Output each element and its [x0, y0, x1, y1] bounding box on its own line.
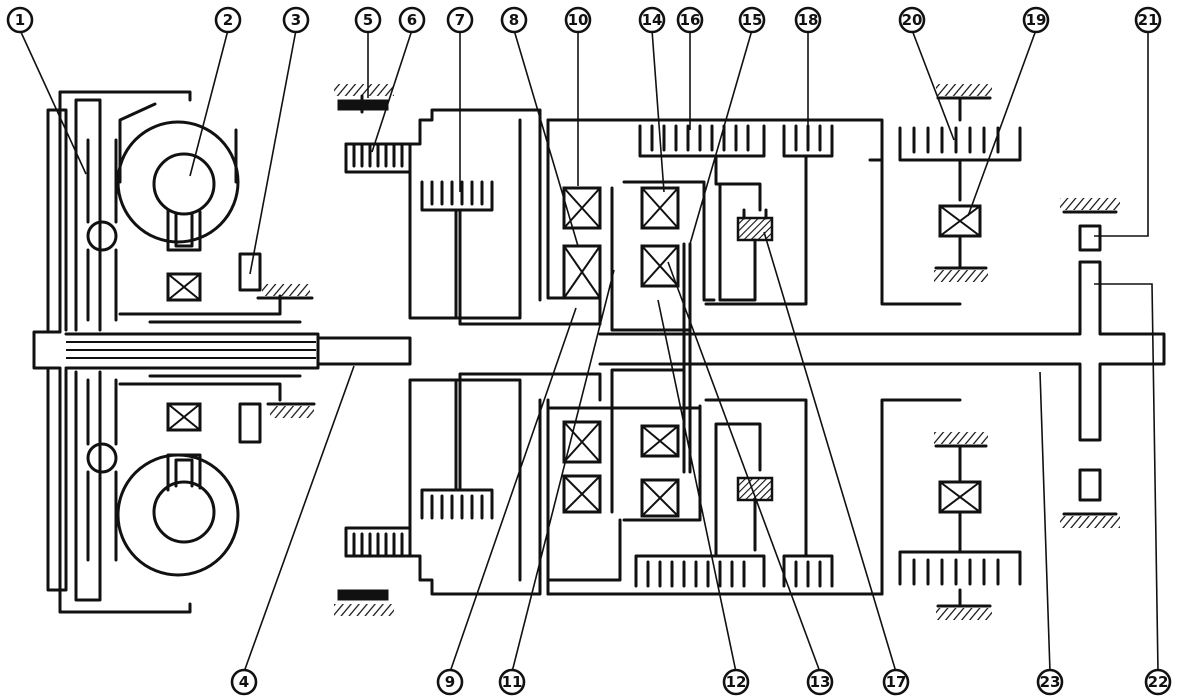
callout-20: 20 [898, 6, 926, 34]
callout-9: 9 [436, 668, 464, 696]
callout-18: 18 [794, 6, 822, 34]
callout-6: 6 [398, 6, 426, 34]
clutch-pack-20 [880, 84, 1022, 306]
clutch-pack-18 [704, 124, 834, 306]
callout-17: 17 [882, 668, 910, 696]
callout-19: 19 [1022, 6, 1050, 34]
output-shaft [598, 198, 1166, 528]
svg-text:13: 13 [810, 673, 831, 691]
clutch-pack-6-lower [344, 378, 542, 596]
callout-5: 5 [354, 6, 382, 34]
callout-12: 12 [722, 668, 750, 696]
svg-text:4: 4 [239, 673, 249, 691]
brake-band-17-lower [736, 476, 774, 552]
callout-4: 4 [230, 668, 258, 696]
svg-text:11: 11 [502, 673, 523, 691]
svg-text:17: 17 [886, 673, 907, 691]
callout-21: 21 [1134, 6, 1162, 34]
svg-text:18: 18 [798, 11, 819, 29]
planetary-set-front [546, 118, 622, 582]
svg-text:7: 7 [455, 11, 465, 29]
brake-band-17 [718, 182, 774, 302]
svg-text:8: 8 [509, 11, 519, 29]
impeller-upper [116, 120, 240, 244]
turbine-lower [152, 480, 216, 544]
callout-23: 23 [1036, 668, 1064, 696]
svg-text:15: 15 [742, 11, 763, 29]
callout-11: 11 [498, 668, 526, 696]
band-brake-lower [334, 589, 394, 616]
clutch-pack-7-upper [420, 180, 602, 326]
ground-symbol-lower-left [266, 402, 316, 418]
callout-16: 16 [676, 6, 704, 34]
input-shaft [64, 332, 412, 370]
clutch-pack-6-upper [344, 108, 542, 320]
callout-1: 1 [6, 6, 34, 34]
ground-symbol-3 [256, 284, 314, 300]
clutch-pack-20-lower [880, 398, 1022, 620]
svg-text:19: 19 [1026, 11, 1047, 29]
callout-2: 2 [214, 6, 242, 34]
callout-15: 15 [738, 6, 766, 34]
leader-lines [19, 29, 1159, 673]
turbine-upper [152, 152, 216, 216]
callout-8: 8 [500, 6, 528, 34]
svg-text:3: 3 [291, 11, 301, 29]
svg-text:1: 1 [15, 11, 25, 29]
band-brake-upper [334, 84, 394, 114]
svg-text:23: 23 [1040, 673, 1061, 691]
svg-text:5: 5 [363, 11, 373, 29]
planetary-set-rear [610, 180, 716, 522]
impeller-lower [116, 453, 240, 577]
clutch-pack-18-lower [704, 398, 834, 588]
callout-22: 22 [1144, 668, 1172, 696]
callout-3: 3 [282, 6, 310, 34]
callout-7: 7 [446, 6, 474, 34]
svg-text:9: 9 [445, 673, 455, 691]
callout-10: 10 [564, 6, 592, 34]
svg-text:20: 20 [902, 11, 923, 29]
torque-converter [32, 90, 302, 614]
callout-14: 14 [638, 6, 666, 34]
svg-text:6: 6 [407, 11, 417, 29]
svg-text:21: 21 [1138, 11, 1159, 29]
one-way-clutch-19-lower [934, 432, 988, 554]
clutch-pack-7-lower [420, 372, 602, 520]
svg-text:10: 10 [568, 11, 589, 29]
svg-text:22: 22 [1148, 673, 1169, 691]
callout-13: 13 [806, 668, 834, 696]
svg-text:2: 2 [223, 11, 233, 29]
one-way-clutch-19 [934, 204, 988, 282]
svg-text:14: 14 [642, 11, 663, 29]
svg-text:16: 16 [680, 11, 701, 29]
svg-text:12: 12 [726, 673, 747, 691]
